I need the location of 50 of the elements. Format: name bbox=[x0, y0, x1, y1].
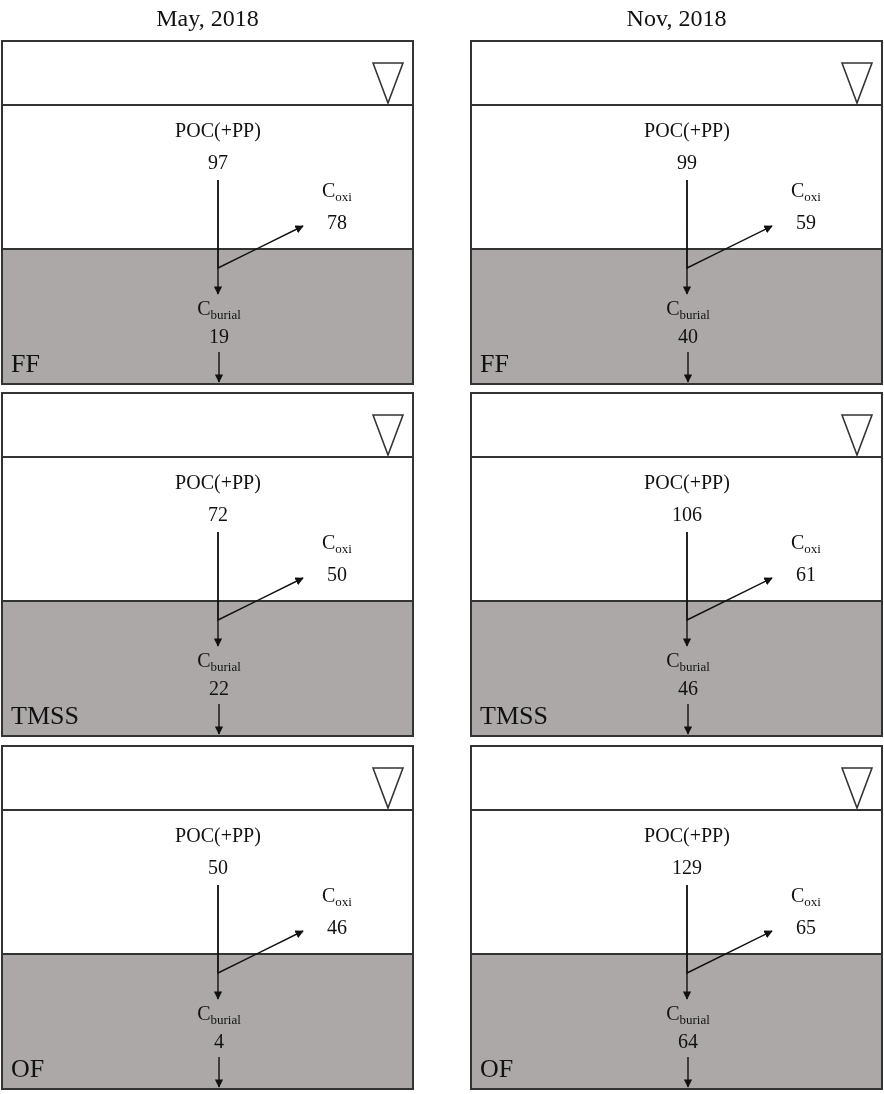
flux-label: C$_{oxi}$ 46 bbox=[305, 879, 369, 943]
sediment-layer bbox=[472, 248, 881, 383]
flux-label: C$_{burial}$ 19 bbox=[177, 294, 261, 350]
flux-label: POC(+PP) 97 bbox=[158, 114, 278, 178]
column-title: May, 2018 bbox=[155, 4, 260, 32]
flow-arrow bbox=[214, 1056, 224, 1088]
flow-arrow bbox=[686, 884, 773, 975]
panel-frame bbox=[470, 745, 883, 1090]
flow-arrow bbox=[683, 351, 693, 383]
flow-arrow bbox=[686, 531, 773, 622]
site-label: TMSS bbox=[11, 701, 79, 731]
panel-frame bbox=[1, 745, 414, 1090]
flux-label: C$_{oxi}$ 61 bbox=[774, 526, 838, 590]
flow-arrow bbox=[683, 703, 693, 735]
flux-label: C$_{oxi}$ 65 bbox=[774, 879, 838, 943]
flux-label: POC(+PP) 72 bbox=[158, 466, 278, 530]
sediment-layer bbox=[3, 248, 412, 383]
sediment-layer bbox=[472, 600, 881, 735]
flux-label: POC(+PP) 99 bbox=[627, 114, 747, 178]
panel-frame bbox=[470, 40, 883, 385]
sediment-layer bbox=[472, 953, 881, 1088]
flux-label: C$_{oxi}$ 50 bbox=[305, 526, 369, 590]
flux-label: POC(+PP) 129 bbox=[627, 819, 747, 883]
site-label: OF bbox=[480, 1054, 514, 1084]
flux-label: C$_{burial}$ 64 bbox=[646, 999, 730, 1055]
panel-frame bbox=[1, 392, 414, 737]
flux-label: C$_{burial}$ 4 bbox=[177, 999, 261, 1055]
flux-label: C$_{oxi}$ 78 bbox=[305, 174, 369, 238]
sediment-layer bbox=[3, 600, 412, 735]
flow-arrow bbox=[214, 351, 224, 383]
flux-label: POC(+PP) 50 bbox=[158, 819, 278, 883]
flow-arrow bbox=[217, 531, 304, 622]
panel-frame bbox=[1, 40, 414, 385]
site-label: FF bbox=[480, 349, 509, 379]
flux-label: POC(+PP) 106 bbox=[627, 466, 747, 530]
site-label: OF bbox=[11, 1054, 45, 1084]
flow-arrow bbox=[214, 703, 224, 735]
site-label: FF bbox=[11, 349, 40, 379]
sediment-layer bbox=[3, 953, 412, 1088]
flux-label: C$_{oxi}$ 59 bbox=[774, 174, 838, 238]
site-label: TMSS bbox=[480, 701, 548, 731]
column-title: Nov, 2018 bbox=[625, 4, 728, 32]
panel-frame bbox=[470, 392, 883, 737]
flux-label: C$_{burial}$ 40 bbox=[646, 294, 730, 350]
flow-arrow bbox=[217, 884, 304, 975]
flux-label: C$_{burial}$ 22 bbox=[177, 646, 261, 702]
flux-label: C$_{burial}$ 46 bbox=[646, 646, 730, 702]
flow-arrow bbox=[683, 1056, 693, 1088]
flow-arrow bbox=[217, 179, 304, 270]
flow-arrow bbox=[686, 179, 773, 270]
